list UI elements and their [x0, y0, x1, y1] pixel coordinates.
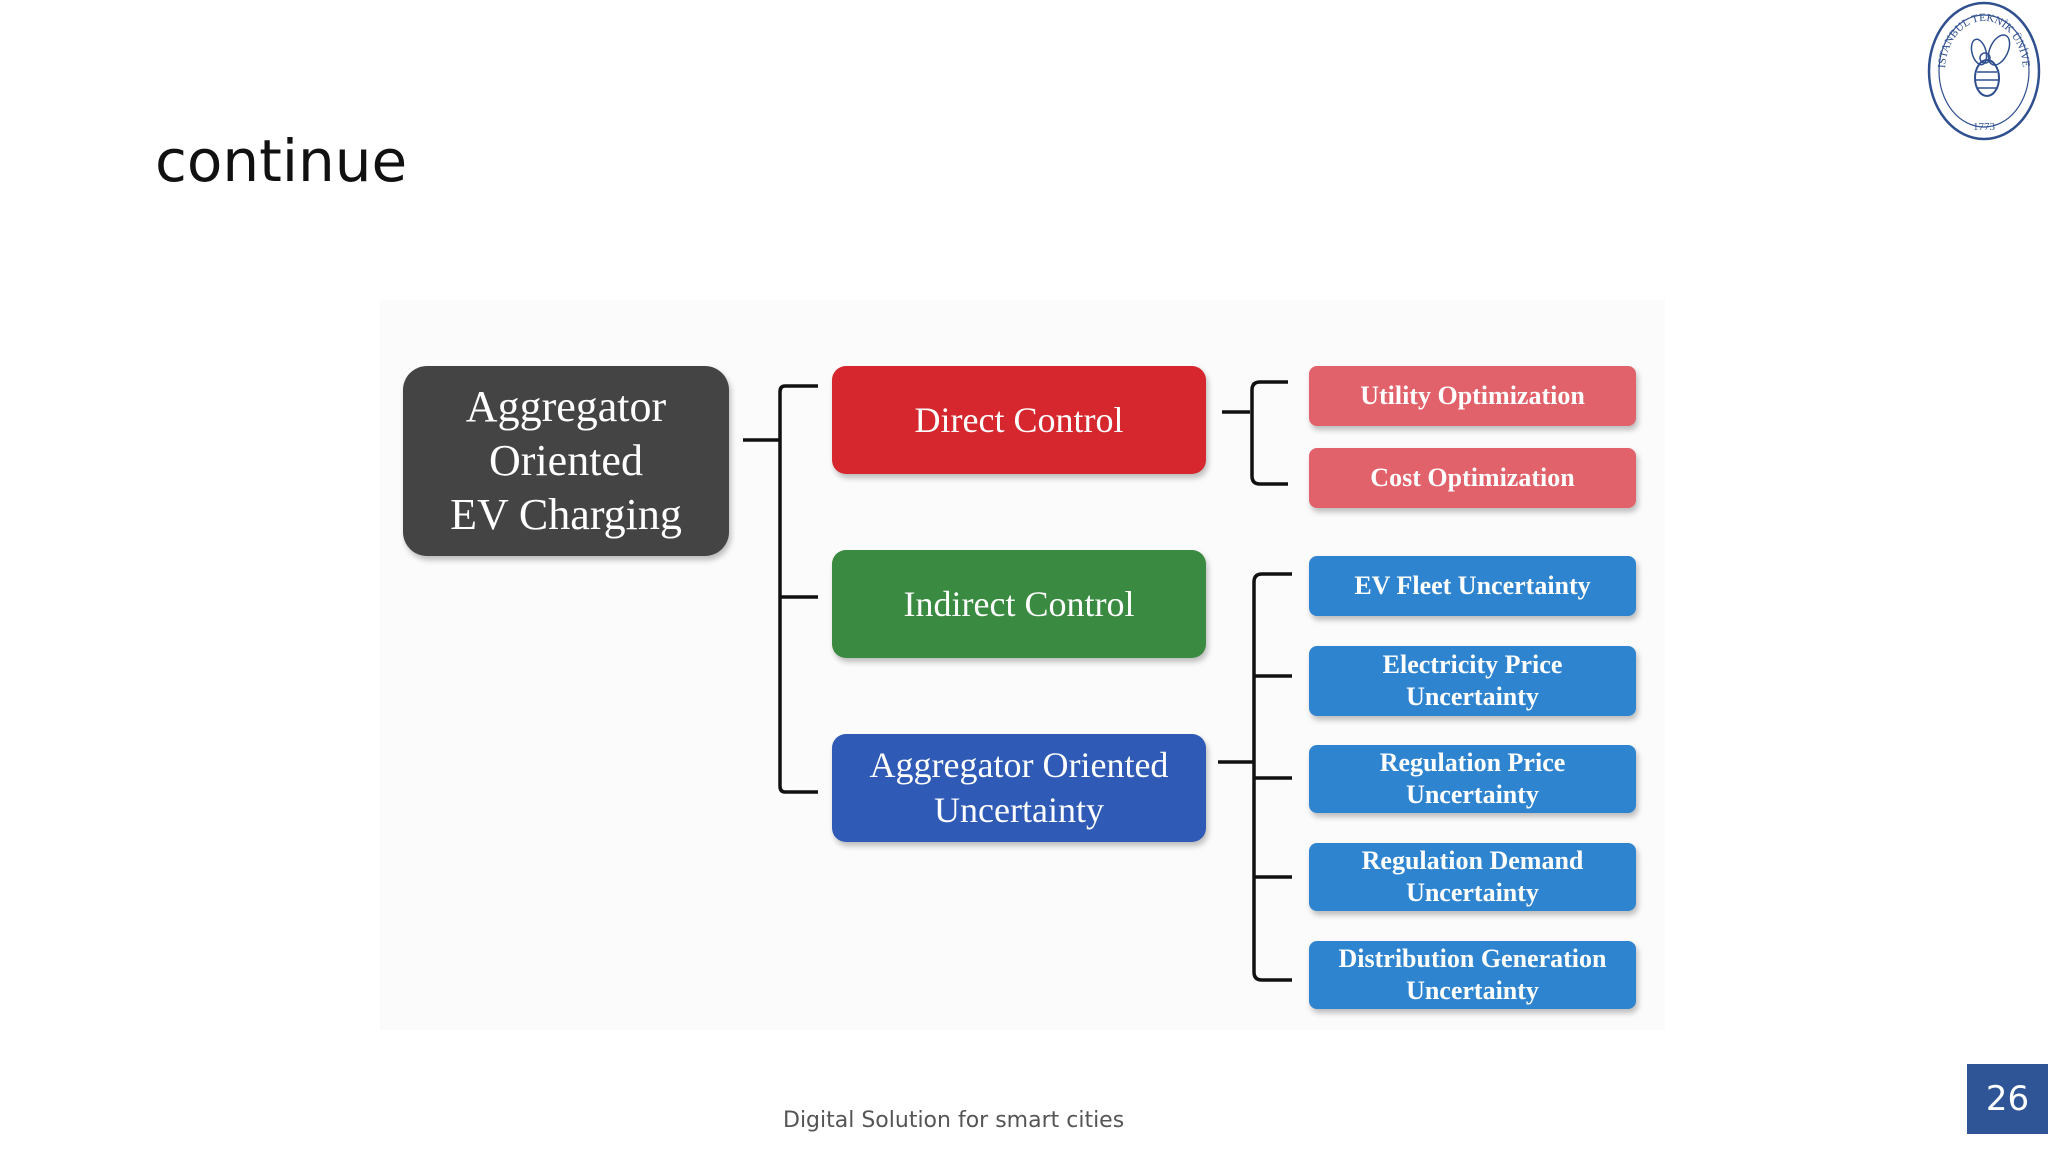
aggregator-oriented-uncertainty-node: Aggregator Oriented Uncertainty [832, 734, 1206, 842]
page-number-badge: 26 [1967, 1064, 2048, 1134]
regulation-price-uncertainty-node: Regulation Price Uncertainty [1309, 745, 1636, 813]
electricity-price-uncertainty-node: Electricity Price Uncertainty [1309, 646, 1636, 716]
ev-fleet-uncertainty-node: EV Fleet Uncertainty [1309, 556, 1636, 616]
university-seal-logo: ISTANBUL TEKNİK ÜNİVERSİTESİ 1773 [1925, 0, 2041, 141]
seal-year: 1773 [1973, 121, 1996, 133]
root-line-3: EV Charging [450, 489, 682, 539]
root-node: Aggregator Oriented EV Charging [403, 366, 729, 556]
regulation-demand-uncertainty-node: Regulation Demand Uncertainty [1309, 843, 1636, 911]
root-line-1: Aggregator [465, 382, 667, 432]
slide-title: continue [155, 127, 408, 195]
direct-control-node: Direct Control [832, 366, 1206, 474]
root-line-2: Oriented [489, 436, 643, 486]
indirect-control-node: Indirect Control [832, 550, 1206, 658]
utility-optimization-node: Utility Optimization [1309, 366, 1636, 426]
cost-optimization-node: Cost Optimization [1309, 448, 1636, 508]
slide-footer: Digital Solution for smart cities [783, 1108, 1125, 1133]
distribution-generation-uncertainty-node: Distribution Generation Uncertainty [1309, 941, 1636, 1009]
